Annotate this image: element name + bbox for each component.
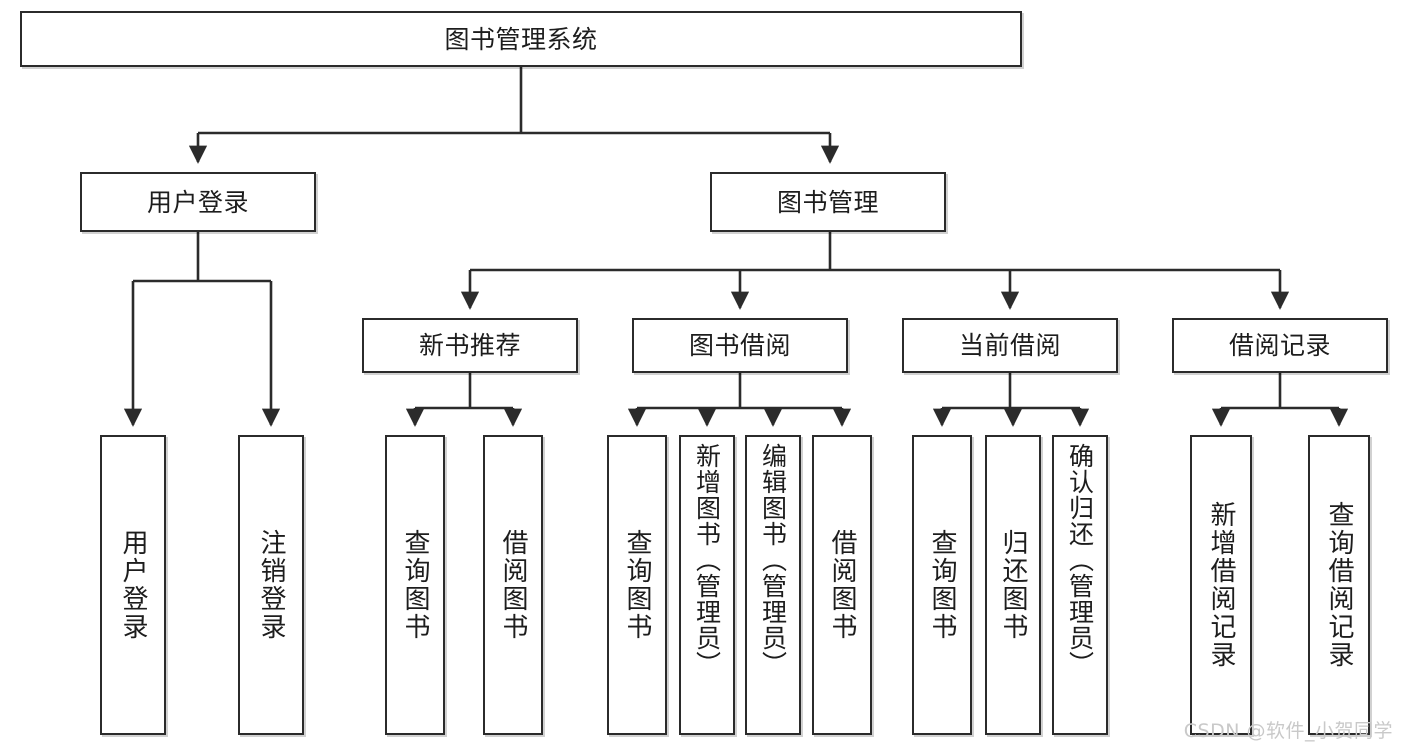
node-leaf-10[interactable]: 确认归还（管理员）: [1052, 435, 1108, 735]
node-leaf-12[interactable]: 查询借阅记录: [1308, 435, 1370, 735]
node-level2-0[interactable]: 用户登录: [80, 172, 316, 232]
node-level3-3-label: 借阅记录: [1228, 331, 1331, 360]
node-leaf-0-label: 用户登录: [118, 529, 148, 641]
node-level3-1-label: 图书借阅: [688, 331, 791, 360]
node-leaf-8[interactable]: 查询图书: [912, 435, 972, 735]
node-leaf-3[interactable]: 借阅图书: [483, 435, 543, 735]
node-level3-3[interactable]: 借阅记录: [1172, 318, 1388, 373]
node-leaf-3-label: 借阅图书: [498, 529, 528, 641]
node-leaf-12-label: 查询借阅记录: [1324, 501, 1354, 669]
node-level3-1[interactable]: 图书借阅: [632, 318, 848, 373]
node-leaf-5-label: 新增图书（管理员）: [692, 443, 722, 677]
node-leaf-1[interactable]: 注销登录: [238, 435, 304, 735]
node-leaf-7[interactable]: 借阅图书: [812, 435, 872, 735]
node-leaf-2-label: 查询图书: [400, 529, 430, 641]
node-leaf-7-label: 借阅图书: [827, 529, 857, 641]
node-leaf-11-label: 新增借阅记录: [1206, 501, 1236, 669]
node-level3-2[interactable]: 当前借阅: [902, 318, 1118, 373]
node-leaf-4-label: 查询图书: [622, 529, 652, 641]
node-leaf-4[interactable]: 查询图书: [607, 435, 667, 735]
node-level2-1[interactable]: 图书管理: [710, 172, 946, 232]
node-level3-0-label: 新书推荐: [418, 331, 521, 360]
node-leaf-6-label: 编辑图书（管理员）: [758, 443, 788, 677]
node-leaf-8-label: 查询图书: [927, 529, 957, 641]
node-level2-0-label: 用户登录: [146, 187, 249, 217]
node-level2-1-label: 图书管理: [776, 187, 879, 217]
node-leaf-6[interactable]: 编辑图书（管理员）: [745, 435, 801, 735]
node-leaf-10-label: 确认归还（管理员）: [1065, 443, 1095, 677]
node-root-label: 图书管理系统: [444, 24, 598, 54]
node-leaf-2[interactable]: 查询图书: [385, 435, 445, 735]
node-leaf-9-label: 归还图书: [998, 529, 1028, 641]
node-leaf-9[interactable]: 归还图书: [985, 435, 1041, 735]
node-level3-2-label: 当前借阅: [958, 331, 1061, 360]
node-leaf-5[interactable]: 新增图书（管理员）: [679, 435, 735, 735]
node-level3-0[interactable]: 新书推荐: [362, 318, 578, 373]
node-leaf-1-label: 注销登录: [256, 529, 286, 641]
node-leaf-0[interactable]: 用户登录: [100, 435, 166, 735]
node-leaf-11[interactable]: 新增借阅记录: [1190, 435, 1252, 735]
node-root[interactable]: 图书管理系统: [20, 11, 1022, 67]
